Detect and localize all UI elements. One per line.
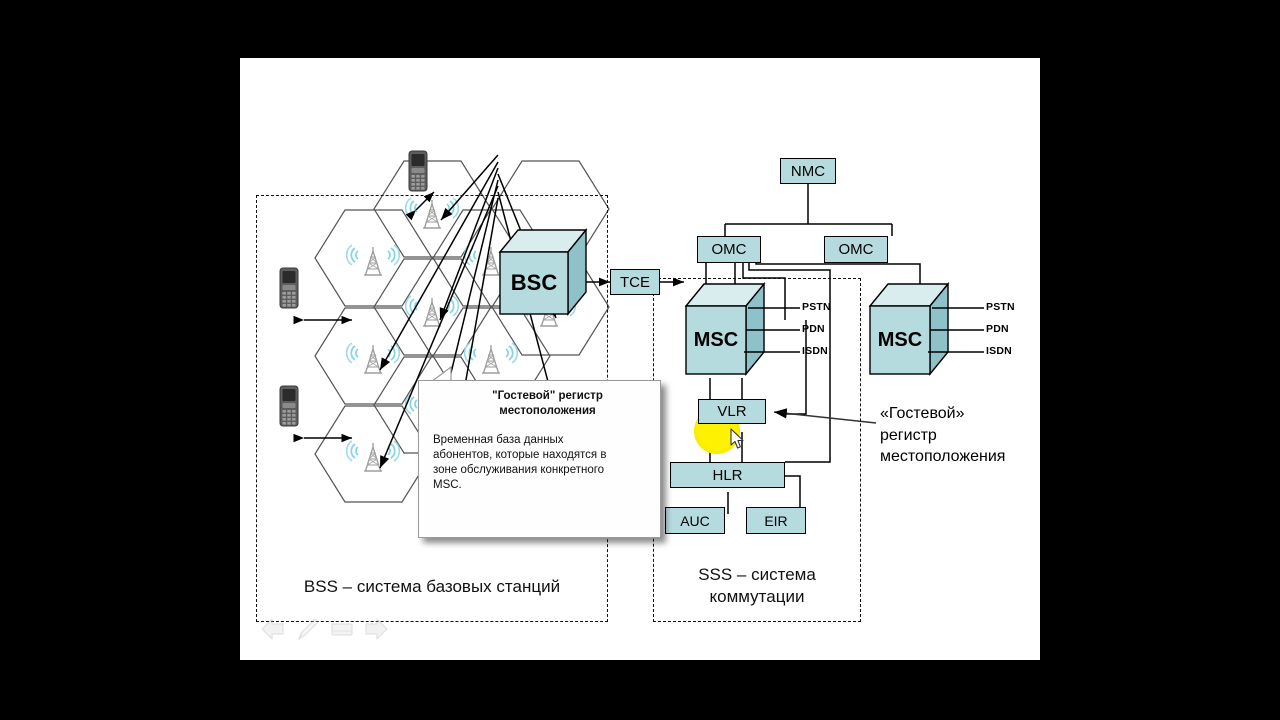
node-hlr[interactable]: HLR xyxy=(670,462,785,488)
vlr-annotation-line2: регистр xyxy=(880,426,937,444)
callout-title-line1: "Гостевой" регистр xyxy=(492,390,603,402)
node-tce[interactable]: TCE xyxy=(610,269,660,295)
callout-body-line2: абонентов, которые находятся в xyxy=(433,449,607,462)
vlr-annotation-line1: «Гостевой» xyxy=(880,405,965,422)
callout-body-line1: Временная база данных xyxy=(433,433,564,446)
node-vlr[interactable]: VLR xyxy=(698,399,766,424)
next-slide-icon[interactable] xyxy=(363,616,389,642)
iflabel-msc-right-pdn: PDN xyxy=(986,323,1009,335)
previous-slide-icon[interactable] xyxy=(260,616,286,642)
slide-menu-icon[interactable] xyxy=(329,616,355,642)
callout-title: "Гостевой" регистр местоположения xyxy=(419,381,660,419)
vlr-annotation: «Гостевой» регистр местоположения xyxy=(880,403,1040,468)
pen-icon[interactable] xyxy=(295,616,321,642)
iflabel-msc-left-pdn: PDN xyxy=(802,323,825,335)
sss-label-line1: SSS – система xyxy=(698,565,816,584)
node-bsc[interactable]: BSC xyxy=(498,228,588,316)
annotation-pointer xyxy=(773,408,877,424)
bss-label-line1: BSS – система базовых станций xyxy=(303,577,561,596)
iflabel-msc-right-isdn: ISDN xyxy=(986,345,1012,357)
node-msc-left[interactable]: MSC xyxy=(684,280,766,378)
callout-title-line2: местоположения xyxy=(499,404,596,417)
iflabel-msc-left-isdn: ISDN xyxy=(802,345,828,357)
iflabel-msc-right-pstn: PSTN xyxy=(986,301,1015,313)
iflabel-msc-left-pstn: PSTN xyxy=(802,301,831,313)
msc-left-label: MSC xyxy=(693,328,739,351)
node-eir[interactable]: EIR xyxy=(746,507,806,534)
presenter-toolbar[interactable] xyxy=(250,616,410,646)
bss-region-label: BSS – система базовых станций xyxy=(266,576,598,598)
node-nmc[interactable]: NMC xyxy=(780,158,836,184)
callout-body-line3: зоне обслуживания конкретного xyxy=(433,464,605,477)
msc-right-label: MSC xyxy=(877,328,923,351)
callout-body: Временная база данных абонентов, которые… xyxy=(419,419,660,494)
vlr-callout-tooltip[interactable]: "Гостевой" регистр местоположения Времен… xyxy=(418,380,661,538)
slide-canvas[interactable]: BSS – система базовых станций SSS – сист… xyxy=(240,58,1040,660)
vlr-annotation-line3: местоположения xyxy=(880,448,1006,466)
om-tree-links xyxy=(724,184,893,236)
bsc-cube-shape xyxy=(498,228,588,316)
callout-body-line4: MSC. xyxy=(433,479,462,492)
sss-label-line2: коммутации xyxy=(709,587,805,607)
bsc-label: BSC xyxy=(510,270,558,295)
node-omc-left[interactable]: OMC xyxy=(697,236,761,263)
sss-region-label: SSS – система коммутации xyxy=(655,564,859,608)
node-auc[interactable]: AUC xyxy=(665,507,725,534)
mouse-cursor-icon xyxy=(730,428,744,449)
node-omc-right[interactable]: OMC xyxy=(824,236,888,263)
node-msc-right[interactable]: MSC xyxy=(868,280,950,378)
